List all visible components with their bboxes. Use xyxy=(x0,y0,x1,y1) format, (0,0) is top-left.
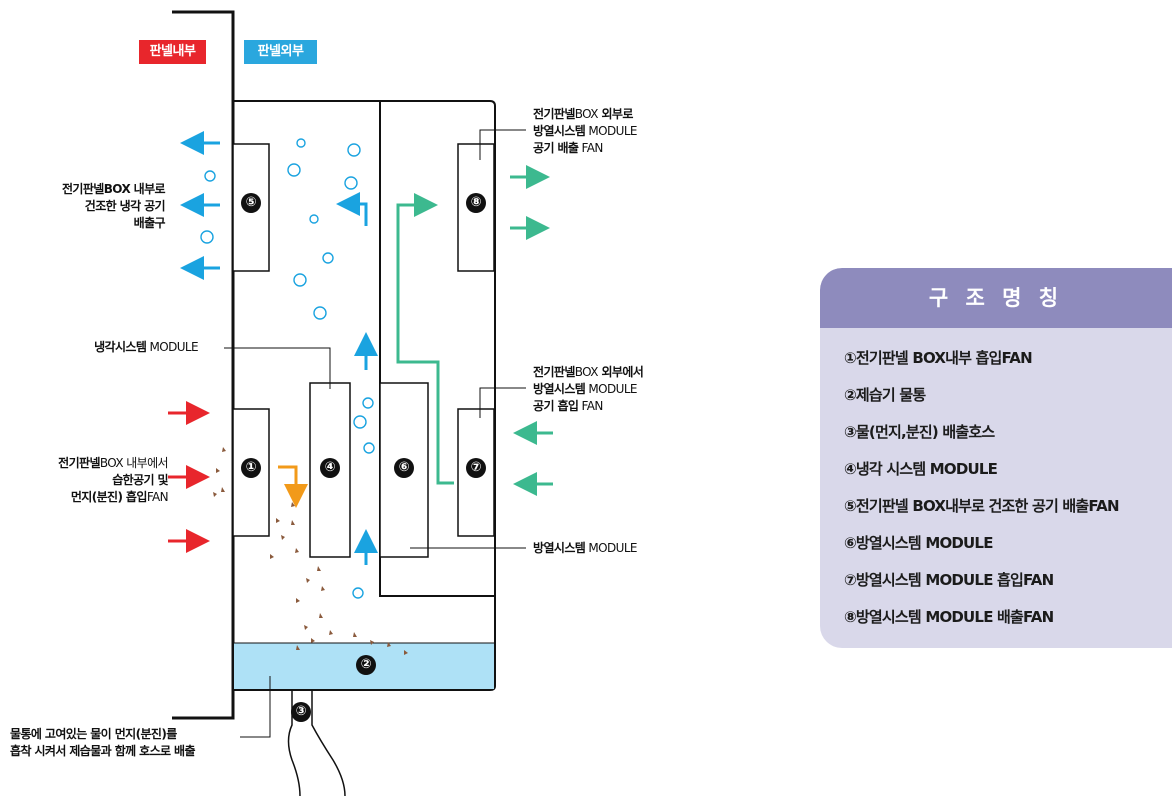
exhaust-line1-mid: BOX xyxy=(574,107,599,121)
legend-item: ④냉각 시스템 MODULE xyxy=(844,460,998,478)
cooling-module-callout: 냉각시스템 MODULE xyxy=(30,339,199,356)
panel-outside-tag: 판넬외부 xyxy=(244,40,317,64)
dry-air-outlet-arrows xyxy=(180,131,220,280)
marker-7: ⑦ xyxy=(466,458,486,478)
heat-module-callout: 방열시스템 MODULE xyxy=(533,540,683,557)
intake-line3-bold: 먼지(분진) 흡입 xyxy=(70,490,148,504)
exhaust-line3-rest: FAN xyxy=(578,141,604,155)
intakefan-line2-bold: 방열시스템 xyxy=(533,382,586,396)
intake-callout: 전기판넬BOX 내부에서 습한공기 및 먼지(분진) 흡입FAN xyxy=(10,455,168,506)
legend-title: 구 조 명 칭 xyxy=(820,268,1172,328)
exhaust-line2-bold: 방열시스템 xyxy=(533,124,586,138)
drain-callout: 물통에 고여있는 물이 먼지(분진)를 흡착 시켜서 제습물과 함께 호스로 배… xyxy=(10,726,250,760)
legend-item: ⑦방열시스템 MODULE 흡입FAN xyxy=(844,571,1054,589)
outlet-line1: 전기판넬BOX 내부로 xyxy=(61,182,166,196)
legend-list: ①전기판넬 BOX내부 흡입FAN ②제습기 물통 ③물(먼지,분진) 배출호스… xyxy=(820,328,1172,636)
intakefan-line1-tail: 외부에서 xyxy=(597,365,644,379)
housing-divider xyxy=(379,101,495,597)
heat-air-flow-arrows xyxy=(396,165,553,496)
cooled-air-flow-arrows xyxy=(336,192,378,565)
exhaust-line1-tail: 외부로 xyxy=(597,107,633,121)
intakefan-line1-mid: BOX xyxy=(574,365,599,379)
intake-line1-rest: BOX 내부에서 xyxy=(99,456,169,470)
module-5-box xyxy=(232,143,270,272)
intake-line2: 습한공기 및 xyxy=(112,473,168,487)
marker-1: ① xyxy=(241,458,261,478)
cooling-rest: MODULE xyxy=(146,340,198,354)
legend-item: ⑧방열시스템 MODULE 배출FAN xyxy=(844,608,1054,626)
marker-6: ⑥ xyxy=(394,458,414,478)
panel-wall xyxy=(172,10,235,720)
marker-3: ③ xyxy=(291,702,311,722)
housing-outline xyxy=(233,100,496,691)
structure-legend: 구 조 명 칭 ①전기판넬 BOX내부 흡입FAN ②제습기 물통 ③물(먼지,… xyxy=(820,268,1172,648)
legend-item: ⑥방열시스템 MODULE xyxy=(844,534,993,552)
panel-inside-tag: 판넬내부 xyxy=(139,40,206,64)
leader-lines xyxy=(224,129,526,738)
intakefan-line2-rest: MODULE xyxy=(585,382,637,396)
intakefan-line3-bold: 공기 흡입 xyxy=(533,399,579,413)
outlet-line3: 배출구 xyxy=(133,216,166,230)
exhaust-line1-bold: 전기판넬 xyxy=(533,107,575,121)
intake-line1-bold: 전기판넬 xyxy=(58,456,100,470)
drain-hose xyxy=(287,690,346,796)
intake-fan-callout: 전기판넬BOX 외부에서 방열시스템 MODULE 공기 흡입 FAN xyxy=(533,364,693,415)
marker-2: ② xyxy=(356,655,376,675)
legend-item: ③물(먼지,분진) 배출호스 xyxy=(844,423,995,441)
heat-rest: MODULE xyxy=(585,541,637,555)
intakefan-line1-bold: 전기판넬 xyxy=(533,365,575,379)
legend-item: ②제습기 물통 xyxy=(844,386,926,404)
intake-line3-rest: FAN xyxy=(146,490,169,504)
cooling-bold: 냉각시스템 xyxy=(94,340,147,354)
drain-line2: 흡착 시켜서 제습물과 함께 호스로 배출 xyxy=(10,744,196,758)
module-8-box xyxy=(457,143,495,272)
legend-item: ①전기판넬 BOX내부 흡입FAN xyxy=(844,349,1033,367)
air-bubbles xyxy=(200,138,375,599)
outlet-line2: 건조한 냉각 공기 xyxy=(84,199,166,213)
condensate-flow-arrow xyxy=(278,465,308,508)
outlet-callout: 전기판넬BOX 내부로 건조한 냉각 공기 배출구 xyxy=(20,181,166,232)
exhaust-line3-bold: 공기 배출 xyxy=(533,141,579,155)
exhaust-fan-callout: 전기판넬BOX 외부로 방열시스템 MODULE 공기 배출 FAN xyxy=(533,106,693,157)
drain-line1: 물통에 고여있는 물이 먼지(분진)를 xyxy=(10,727,177,741)
marker-8: ⑧ xyxy=(466,193,486,213)
dust-particles xyxy=(213,447,408,655)
heat-bold: 방열시스템 xyxy=(533,541,586,555)
exhaust-line2-rest: MODULE xyxy=(585,124,637,138)
marker-5: ⑤ xyxy=(241,193,261,213)
marker-4: ④ xyxy=(320,458,340,478)
legend-item: ⑤전기판넬 BOX내부로 건조한 공기 배출FAN xyxy=(844,497,1120,515)
intakefan-line3-rest: FAN xyxy=(578,399,604,413)
humid-air-intake-arrows xyxy=(168,401,210,553)
